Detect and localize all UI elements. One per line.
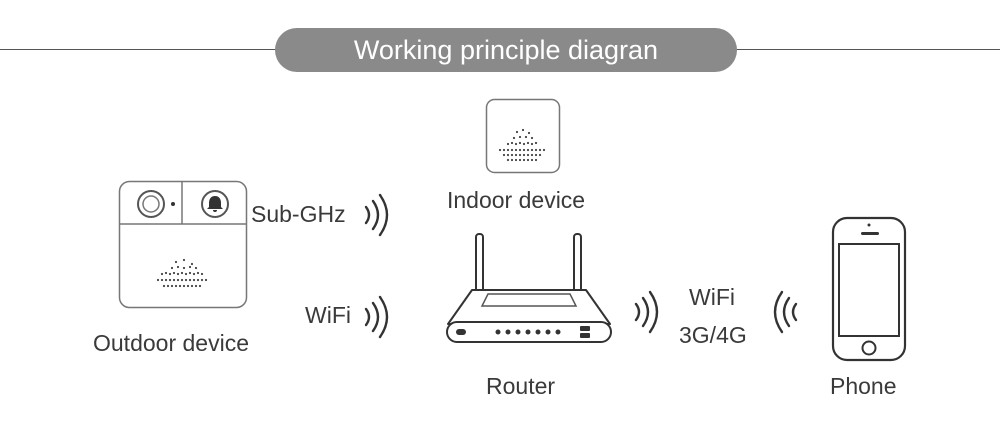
signal-waves-icon-phone (773, 290, 798, 334)
header-rule-left (0, 49, 276, 50)
diagram-title: Working principle diagran (275, 28, 737, 72)
home-button-icon (861, 340, 877, 356)
bell-icon (207, 196, 223, 212)
phone-label: Phone (830, 373, 897, 399)
subghz-label: Sub-GHz (251, 201, 346, 227)
header-rule-right (736, 49, 1000, 50)
network-label: 3G/4G (679, 322, 747, 348)
wifi-label-right: WiFi (689, 284, 735, 310)
wifi-label-left: WiFi (305, 302, 351, 328)
indoor-device-label: Indoor device (447, 187, 586, 213)
indoor-device-icon (485, 98, 561, 174)
outdoor-device-label: Outdoor device (93, 330, 249, 356)
router-label: Router (486, 373, 556, 399)
signal-waves-icon-router (634, 290, 659, 334)
outdoor-device-icon (118, 180, 248, 309)
signal-waves-icon-subghz (364, 193, 389, 237)
router-icon (446, 233, 612, 343)
phone-icon (831, 216, 907, 362)
signal-waves-icon-wifi-left (364, 295, 389, 339)
